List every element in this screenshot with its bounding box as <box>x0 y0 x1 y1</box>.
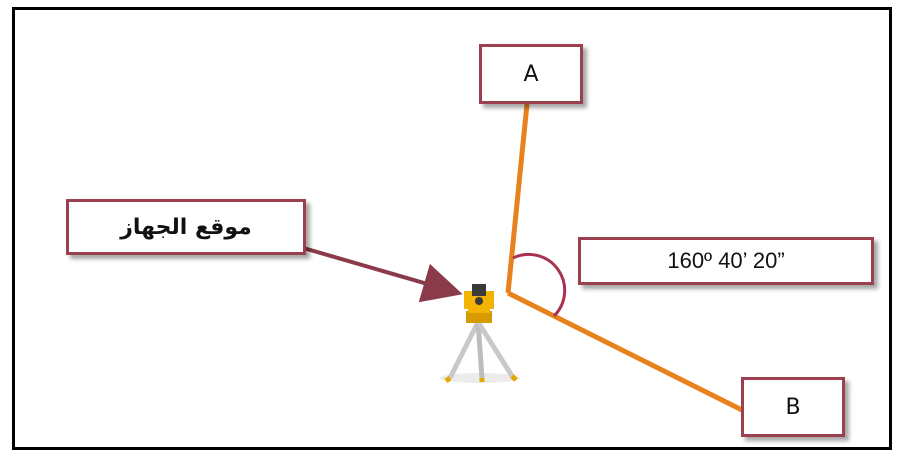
station-label: موقع الجهاز <box>66 199 306 255</box>
point-a-text: A <box>523 61 539 87</box>
station-label-text: موقع الجهاز <box>120 214 252 240</box>
line-to-b <box>506 290 744 413</box>
station-arrow <box>299 245 463 303</box>
point-b-label: B <box>741 377 845 437</box>
line-to-a <box>505 103 530 294</box>
angle-arc <box>512 252 567 318</box>
angle-label: 160º 40’ 20” <box>578 237 874 285</box>
point-a-label: A <box>479 44 583 104</box>
point-b-text: B <box>785 394 801 420</box>
total-station-tripod-icon <box>440 284 520 383</box>
angle-value-text: 160º 40’ 20” <box>667 248 785 273</box>
